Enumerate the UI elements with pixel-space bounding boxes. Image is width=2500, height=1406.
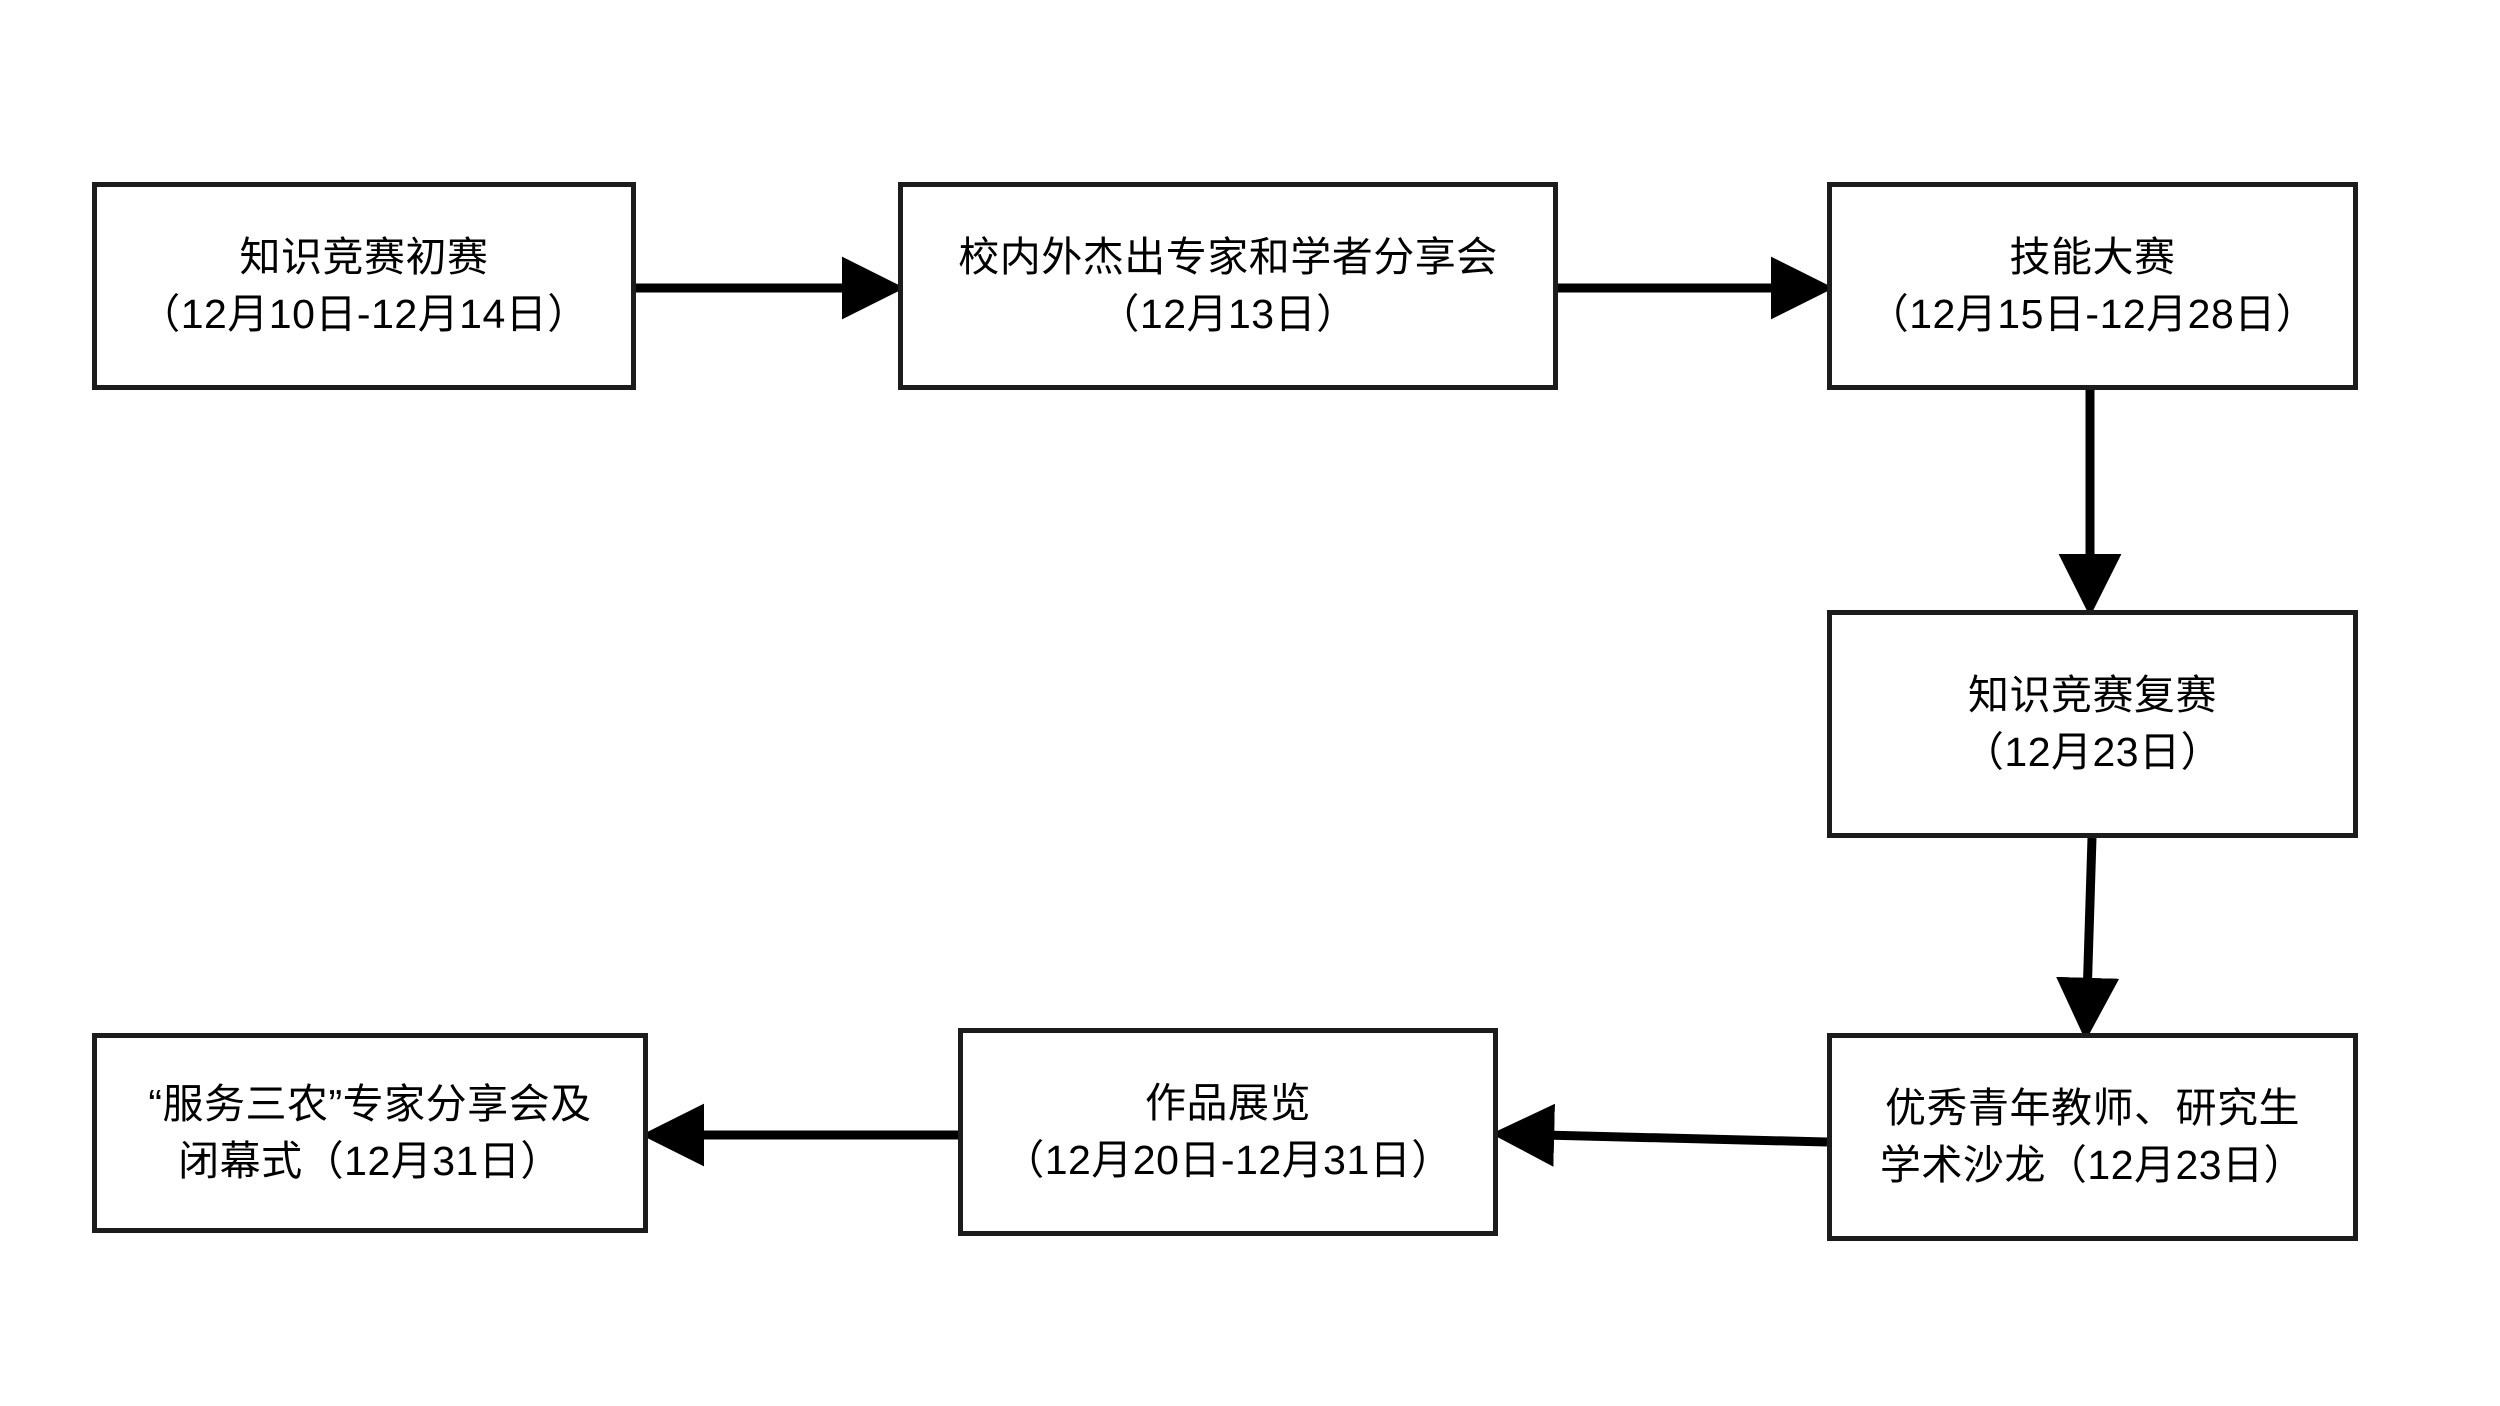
node-knowledge-contest-prelim[interactable]: 知识竞赛初赛 （12月10日-12月14日） bbox=[92, 182, 636, 390]
node-label: 作品展览 （12月20日-12月31日） bbox=[1003, 1080, 1453, 1183]
node-knowledge-contest-final[interactable]: 知识竞赛复赛 （12月23日） bbox=[1827, 610, 2358, 838]
node-skills-competition[interactable]: 技能大赛 （12月15日-12月28日） bbox=[1827, 182, 2358, 390]
node-academic-salon[interactable]: 优秀青年教师、研究生 学术沙龙（12月23日） bbox=[1827, 1033, 2358, 1241]
node-label: 技能大赛 （12月15日-12月28日） bbox=[1867, 234, 2318, 337]
edge-arrow-n4-to-n5 bbox=[2056, 837, 2120, 1041]
node-label: 知识竞赛初赛 （12月10日-12月14日） bbox=[139, 234, 589, 337]
edge-arrow-n5-to-n6 bbox=[1491, 1103, 1828, 1167]
node-label: 优秀青年教师、研究生 学术沙龙（12月23日） bbox=[1879, 1085, 2306, 1188]
node-works-exhibition[interactable]: 作品展览 （12月20日-12月31日） bbox=[958, 1028, 1498, 1236]
node-label: 知识竞赛复赛 （12月23日） bbox=[1962, 672, 2223, 775]
node-expert-scholar-sharing[interactable]: 校内外杰出专家和学者分享会 （12月13日） bbox=[898, 182, 1558, 390]
node-label: “服务三农”专家分享会及 闭幕式（12月31日） bbox=[148, 1081, 592, 1184]
node-closing-ceremony[interactable]: “服务三农”专家分享会及 闭幕式（12月31日） bbox=[92, 1033, 648, 1233]
node-label: 校内外杰出专家和学者分享会 （12月13日） bbox=[958, 234, 1498, 337]
